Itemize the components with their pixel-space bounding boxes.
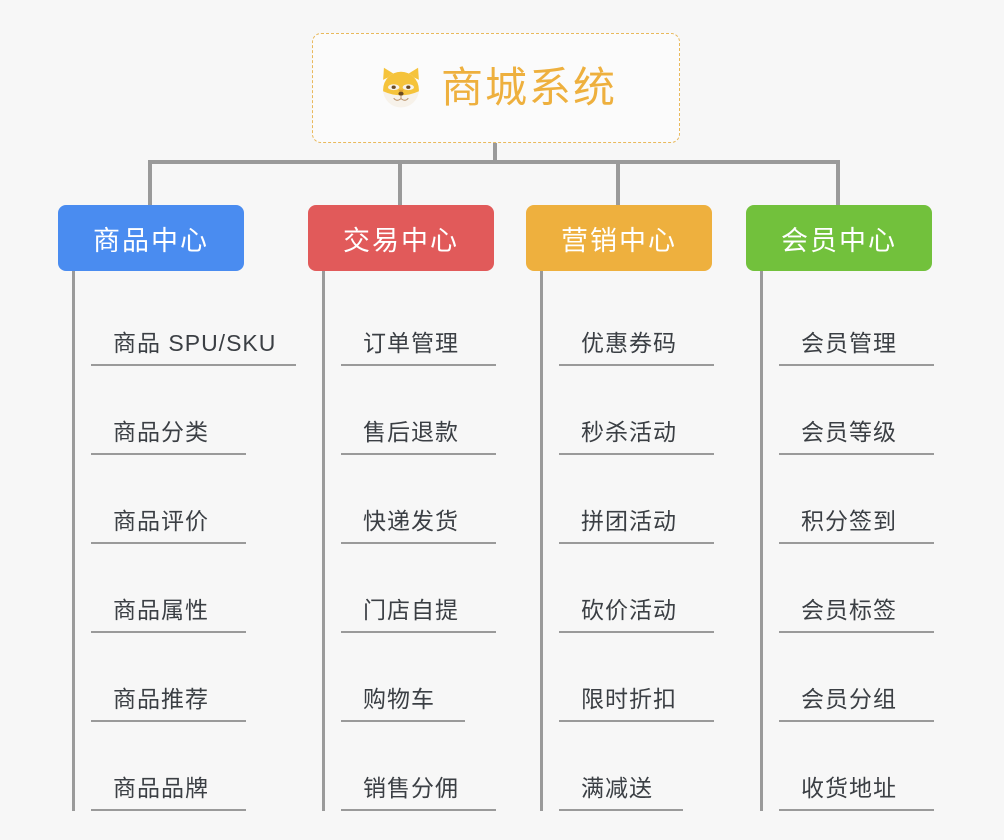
list-item[interactable]: 快递发货 bbox=[341, 455, 558, 544]
list-item[interactable]: 秒杀活动 bbox=[559, 366, 776, 455]
branch-header-label-1: 商品中心 bbox=[93, 225, 209, 256]
list-item[interactable]: 门店自提 bbox=[341, 544, 558, 633]
leaf-label: 积分签到 bbox=[779, 502, 934, 544]
branch-member-center: 会员中心 会员管理 会员等级 积分签到 会员标签 会员分组 收货地址 bbox=[746, 205, 996, 811]
connector-drop-1 bbox=[148, 160, 152, 205]
branch-item-list-1: 商品 SPU/SKU 商品分类 商品评价 商品属性 商品推荐 商品品牌 bbox=[72, 271, 308, 811]
list-item[interactable]: 商品推荐 bbox=[91, 633, 308, 722]
list-item[interactable]: 商品评价 bbox=[91, 455, 308, 544]
leaf-label: 购物车 bbox=[341, 680, 465, 722]
list-item[interactable]: 购物车 bbox=[341, 633, 558, 722]
list-item[interactable]: 商品分类 bbox=[91, 366, 308, 455]
list-item[interactable]: 销售分佣 bbox=[341, 722, 558, 811]
branch-trade-center: 交易中心 订单管理 售后退款 快递发货 门店自提 购物车 销售分佣 bbox=[308, 205, 558, 811]
branch-item-list-2: 订单管理 售后退款 快递发货 门店自提 购物车 销售分佣 bbox=[322, 271, 558, 811]
list-item[interactable]: 售后退款 bbox=[341, 366, 558, 455]
list-item[interactable]: 订单管理 bbox=[341, 277, 558, 366]
leaf-label: 门店自提 bbox=[341, 591, 496, 633]
leaf-label: 拼团活动 bbox=[559, 502, 714, 544]
branch-header-4[interactable]: 会员中心 bbox=[746, 205, 932, 271]
leaf-label: 商品分类 bbox=[91, 413, 246, 455]
list-item[interactable]: 会员分组 bbox=[779, 633, 996, 722]
leaf-label: 限时折扣 bbox=[559, 680, 714, 722]
leaf-label: 优惠券码 bbox=[559, 324, 714, 366]
leaf-label: 商品 SPU/SKU bbox=[91, 324, 296, 366]
branch-header-2[interactable]: 交易中心 bbox=[308, 205, 494, 271]
branch-header-label-3: 营销中心 bbox=[561, 225, 677, 256]
leaf-label: 会员管理 bbox=[779, 324, 934, 366]
list-item[interactable]: 收货地址 bbox=[779, 722, 996, 811]
leaf-label: 会员分组 bbox=[779, 680, 934, 722]
list-item[interactable]: 限时折扣 bbox=[559, 633, 776, 722]
leaf-label: 会员标签 bbox=[779, 591, 934, 633]
leaf-label: 商品推荐 bbox=[91, 680, 246, 722]
connector-drop-4 bbox=[836, 160, 840, 205]
list-item[interactable]: 拼团活动 bbox=[559, 455, 776, 544]
leaf-label: 订单管理 bbox=[341, 324, 496, 366]
leaf-label: 商品品牌 bbox=[91, 769, 246, 811]
list-item[interactable]: 商品属性 bbox=[91, 544, 308, 633]
connector-horizontal-bar bbox=[150, 160, 840, 164]
leaf-label: 商品属性 bbox=[91, 591, 246, 633]
branch-header-1[interactable]: 商品中心 bbox=[58, 205, 244, 271]
leaf-label: 会员等级 bbox=[779, 413, 934, 455]
root-node[interactable]: 商城系统 bbox=[312, 33, 680, 143]
leaf-label: 售后退款 bbox=[341, 413, 496, 455]
list-item[interactable]: 会员等级 bbox=[779, 366, 996, 455]
connector-root-stem bbox=[493, 143, 497, 163]
leaf-label: 满减送 bbox=[559, 769, 683, 811]
list-item[interactable]: 商品品牌 bbox=[91, 722, 308, 811]
leaf-label: 秒杀活动 bbox=[559, 413, 714, 455]
list-item[interactable]: 商品 SPU/SKU bbox=[91, 277, 308, 366]
branch-product-center: 商品中心 商品 SPU/SKU 商品分类 商品评价 商品属性 商品推荐 商品品牌 bbox=[58, 205, 308, 811]
leaf-label: 销售分佣 bbox=[341, 769, 496, 811]
list-item[interactable]: 积分签到 bbox=[779, 455, 996, 544]
list-item[interactable]: 优惠券码 bbox=[559, 277, 776, 366]
root-title: 商城系统 bbox=[440, 64, 617, 111]
list-item[interactable]: 会员标签 bbox=[779, 544, 996, 633]
branch-header-label-4: 会员中心 bbox=[781, 225, 897, 256]
list-item[interactable]: 满减送 bbox=[559, 722, 776, 811]
leaf-label: 收货地址 bbox=[779, 769, 934, 811]
connector-drop-2 bbox=[398, 160, 402, 205]
branch-marketing-center: 营销中心 优惠券码 秒杀活动 拼团活动 砍价活动 限时折扣 满减送 bbox=[526, 205, 776, 811]
list-item[interactable]: 会员管理 bbox=[779, 277, 996, 366]
list-item[interactable]: 砍价活动 bbox=[559, 544, 776, 633]
shiba-dog-face-icon bbox=[383, 67, 419, 108]
leaf-label: 商品评价 bbox=[91, 502, 246, 544]
leaf-label: 砍价活动 bbox=[559, 591, 714, 633]
branch-item-list-3: 优惠券码 秒杀活动 拼团活动 砍价活动 限时折扣 满减送 bbox=[540, 271, 776, 811]
connector-drop-3 bbox=[616, 160, 620, 205]
branch-header-label-2: 交易中心 bbox=[343, 225, 459, 256]
leaf-label: 快递发货 bbox=[341, 502, 496, 544]
branch-header-3[interactable]: 营销中心 bbox=[526, 205, 712, 271]
branch-item-list-4: 会员管理 会员等级 积分签到 会员标签 会员分组 收货地址 bbox=[760, 271, 996, 811]
